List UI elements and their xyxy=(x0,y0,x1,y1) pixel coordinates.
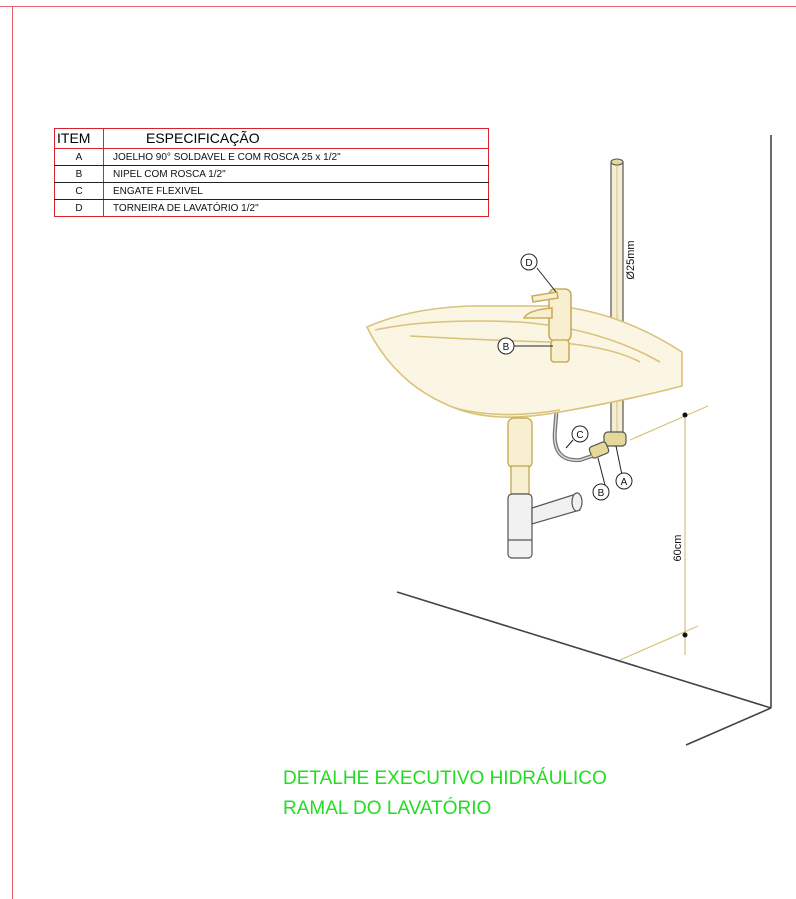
p-trap xyxy=(507,492,583,559)
dimension-tick-bottom xyxy=(682,632,688,638)
frame-left-line xyxy=(12,6,13,899)
dimension-lines xyxy=(619,405,709,661)
callout-b2-circle xyxy=(592,483,610,501)
callout-d-circle xyxy=(520,253,538,271)
callouts xyxy=(497,253,633,501)
fittings xyxy=(588,431,627,459)
callout-b2-label: B xyxy=(598,488,605,499)
frame-top-line xyxy=(0,6,796,7)
table-row: D TORNEIRA DE LAVATÓRIO 1/2" xyxy=(54,199,489,217)
drain-trap xyxy=(507,417,533,495)
pipe-top xyxy=(610,158,624,166)
row-spec: TORNEIRA DE LAVATÓRIO 1/2" xyxy=(103,199,489,217)
drawing-title-line1: DETALHE EXECUTIVO HIDRÁULICO xyxy=(283,768,607,789)
callout-a-label: A xyxy=(621,477,628,488)
callout-b1-circle xyxy=(497,337,515,355)
nipple-fitting xyxy=(588,441,610,459)
height-label: 60cm xyxy=(672,535,684,562)
flexible-hose-highlight xyxy=(554,367,593,461)
floor-right-line xyxy=(685,707,772,746)
faucet-thread xyxy=(550,339,570,363)
sink-basin xyxy=(365,305,683,418)
callout-b2-leader xyxy=(597,457,606,486)
drain-tailpiece xyxy=(507,417,533,469)
callout-letters: D B C B A xyxy=(503,258,628,499)
callout-a-leader xyxy=(615,445,623,476)
callout-c-circle xyxy=(571,425,589,443)
basin-bowl-line xyxy=(409,335,641,363)
floor-wall-line xyxy=(396,591,772,709)
drawing-title-line2: RAMAL DO LAVATÓRIO xyxy=(283,798,492,819)
basin-underside xyxy=(454,407,561,416)
specification-table: ITEM ESPECIFICAÇÃO A JOELHO 90° SOLDAVEL… xyxy=(54,128,489,217)
callout-c-leader xyxy=(565,439,574,449)
basin-outline xyxy=(365,305,683,418)
table-row: A JOELHO 90° SOLDAVEL E COM ROSCA 25 x 1… xyxy=(54,148,489,166)
faucet xyxy=(522,288,572,363)
dimension-extension-bottom xyxy=(619,625,699,661)
dimension-extension-top xyxy=(629,405,709,441)
elbow-fitting xyxy=(603,431,627,447)
trap-outlet xyxy=(571,492,583,512)
callout-d-label: D xyxy=(525,258,532,269)
faucet-lever xyxy=(531,291,559,303)
faucet-spout xyxy=(522,307,553,319)
callout-a-circle xyxy=(615,472,633,490)
dimension-tick-top xyxy=(682,412,688,418)
callout-c-label: C xyxy=(576,430,583,441)
callout-d-leader xyxy=(536,267,557,293)
trap-body xyxy=(507,493,533,559)
callout-b1-label: B xyxy=(503,342,510,353)
pipe-diameter-label: Ø25mm xyxy=(625,240,637,279)
drain-connector xyxy=(510,465,530,495)
room-lines xyxy=(396,135,772,746)
header-item: ITEM xyxy=(54,128,104,149)
basin-rim-inner xyxy=(374,320,661,363)
